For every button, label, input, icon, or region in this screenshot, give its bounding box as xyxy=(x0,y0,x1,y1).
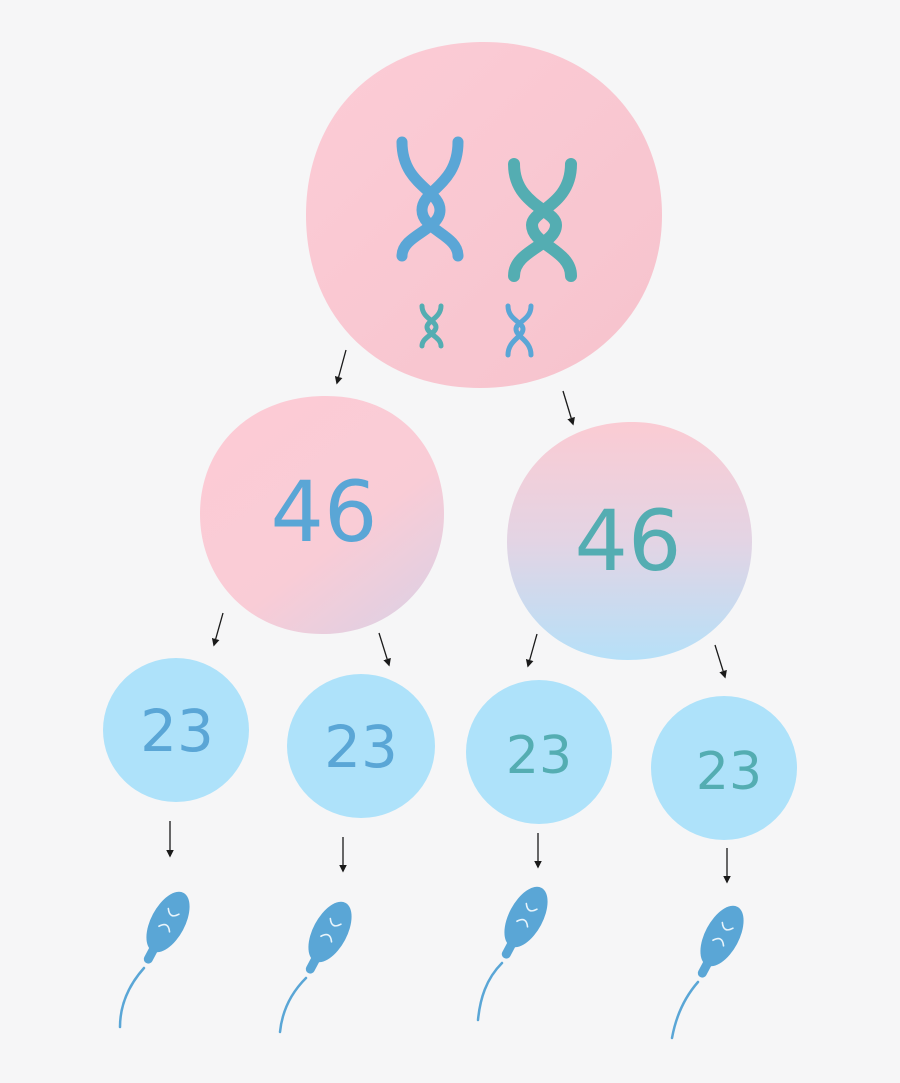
chromosome-count: 23 xyxy=(140,697,214,765)
arrow-icon xyxy=(714,644,727,679)
sperm-icon xyxy=(476,886,548,1022)
arrow-icon xyxy=(378,632,391,667)
arrow-icon xyxy=(562,390,575,426)
gamete-cell: 23 xyxy=(103,658,249,802)
chromosome-count: 23 xyxy=(324,713,398,781)
chromosome-icon xyxy=(505,303,534,358)
chromosome-icon xyxy=(508,158,577,282)
secondary-cell-left: 46 xyxy=(200,395,444,634)
sperm-icon xyxy=(278,901,352,1034)
secondary-cell-right: 46 xyxy=(507,421,752,660)
chromosome-count: 23 xyxy=(696,742,762,802)
parent-cell xyxy=(306,41,662,389)
parent-cell-body xyxy=(306,41,662,389)
arrow-icon xyxy=(525,633,538,668)
gamete-cell: 23 xyxy=(651,696,797,840)
chromosome-count: 46 xyxy=(575,492,682,590)
sperm-icon xyxy=(118,891,190,1029)
arrow-icon xyxy=(334,349,347,385)
arrow-icon xyxy=(211,612,224,647)
chromosome-count: 46 xyxy=(271,463,378,561)
gamete-cell: 23 xyxy=(466,680,612,824)
chromosome-count: 23 xyxy=(506,726,572,786)
chromosome-icon xyxy=(396,136,464,262)
gamete-cell: 23 xyxy=(287,674,435,818)
sperm-icon xyxy=(670,905,744,1040)
chromosome-icon xyxy=(419,303,444,349)
